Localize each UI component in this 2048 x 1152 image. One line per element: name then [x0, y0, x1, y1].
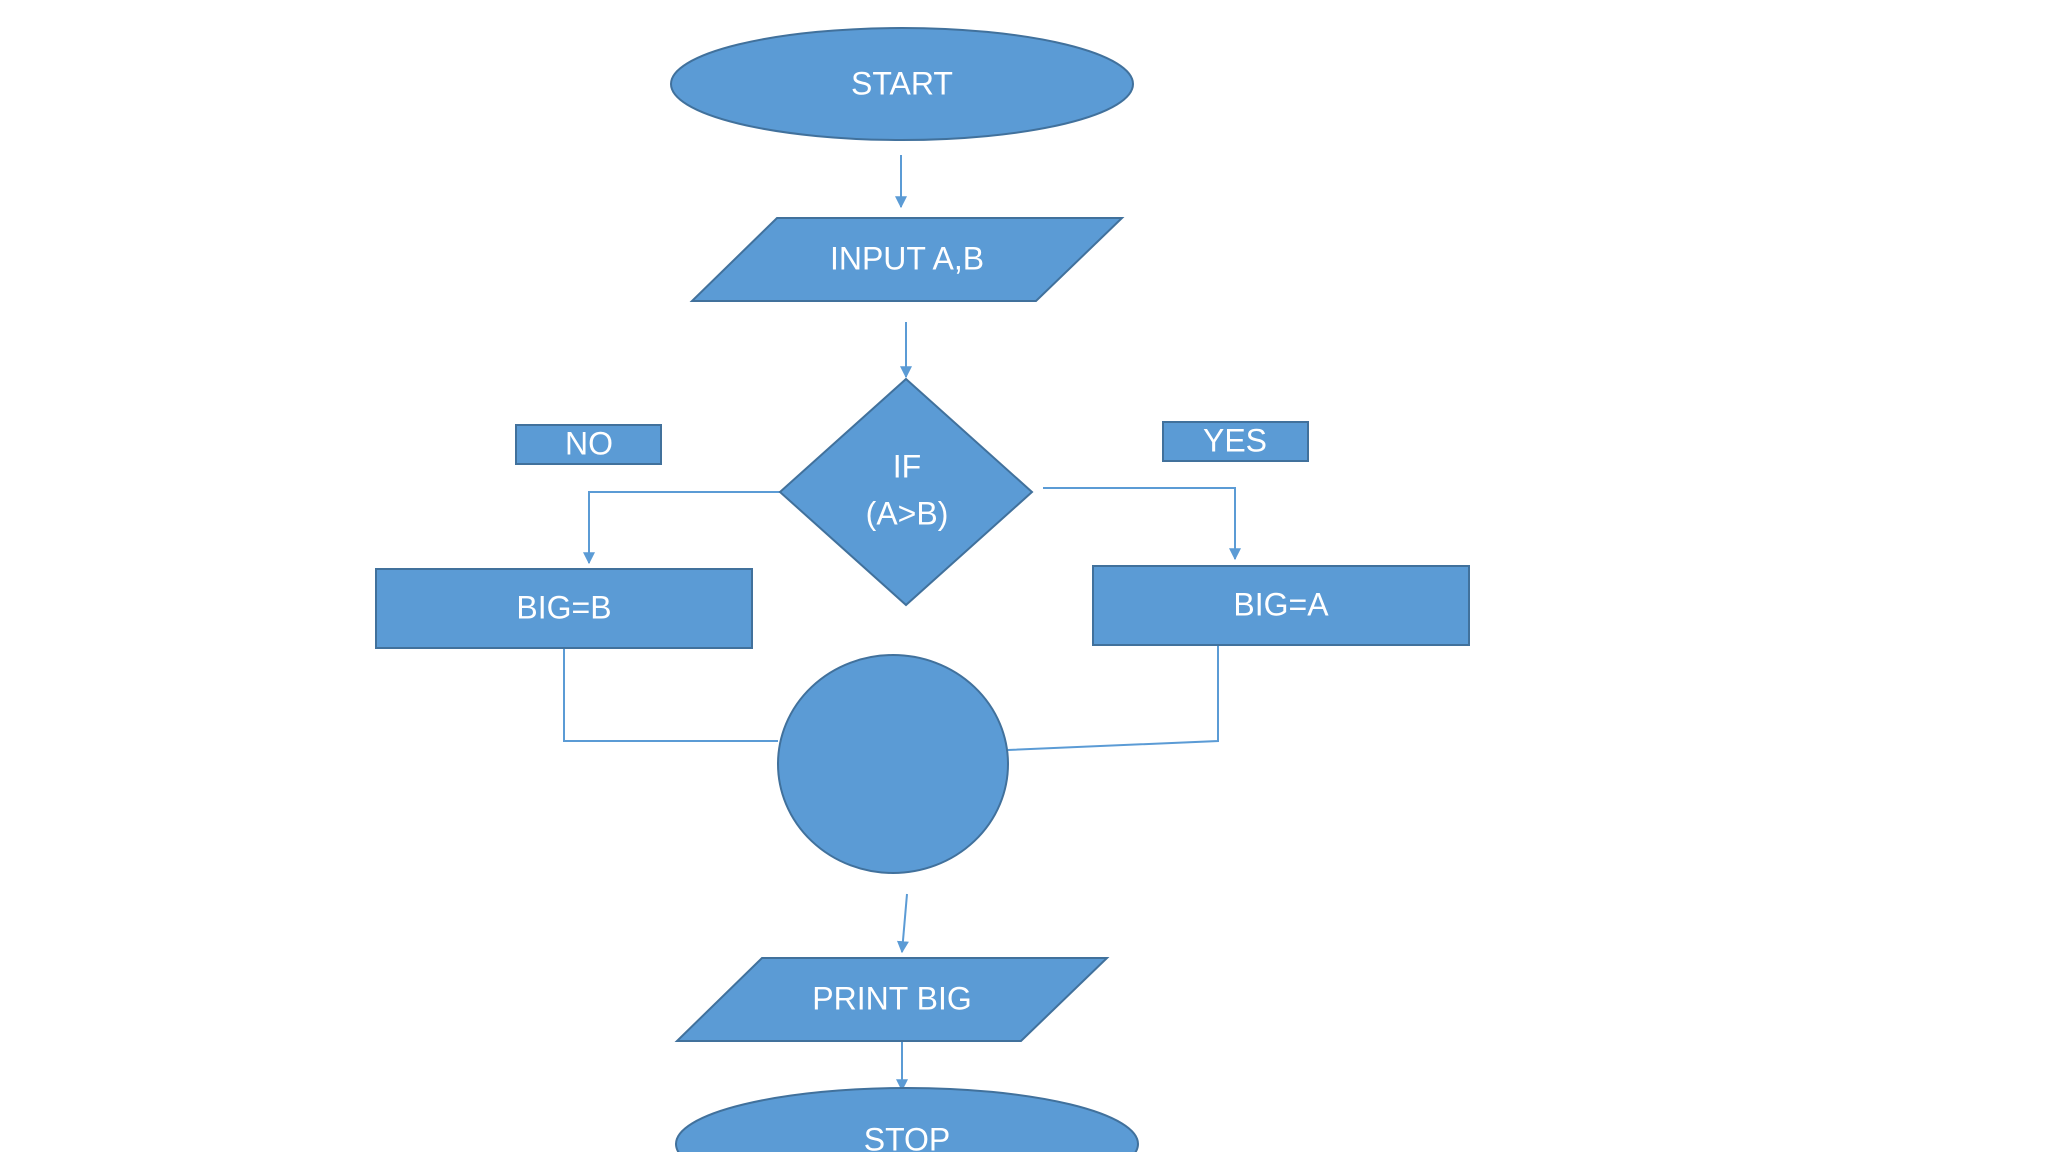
no-branch-label: BIG=B [516, 589, 611, 625]
arrow-decision-to-no-branch [583, 491, 780, 565]
line-yes-branch-to-connector [1007, 645, 1219, 751]
decision-diamond: IF (A>B) [778, 377, 1034, 607]
arrow-connector-to-output [896, 893, 909, 954]
input-parallelogram: INPUT A,B [689, 217, 1125, 302]
no-label-box: NO [515, 424, 662, 465]
decision-label-line2: (A>B) [866, 495, 949, 531]
stop-terminal: STOP [675, 1087, 1139, 1152]
line-no-branch-to-connector [563, 648, 778, 742]
yes-branch-process: BIG=A [1092, 565, 1470, 646]
output-label: PRINT BIG [812, 980, 971, 1016]
arrow-decision-to-yes-branch [1043, 487, 1241, 561]
yes-branch-label: BIG=A [1233, 586, 1329, 622]
no-label: NO [565, 425, 613, 461]
input-label: INPUT A,B [830, 240, 984, 276]
output-parallelogram: PRINT BIG [674, 957, 1110, 1042]
yes-label-box: YES [1162, 421, 1309, 462]
decision-label-line1: IF [893, 448, 921, 484]
no-branch-process: BIG=B [375, 568, 753, 649]
merge-connector-circle [777, 654, 1009, 874]
start-terminal: START [670, 27, 1134, 141]
yes-label: YES [1203, 422, 1267, 458]
stop-label: STOP [864, 1121, 951, 1152]
start-label: START [851, 65, 953, 101]
